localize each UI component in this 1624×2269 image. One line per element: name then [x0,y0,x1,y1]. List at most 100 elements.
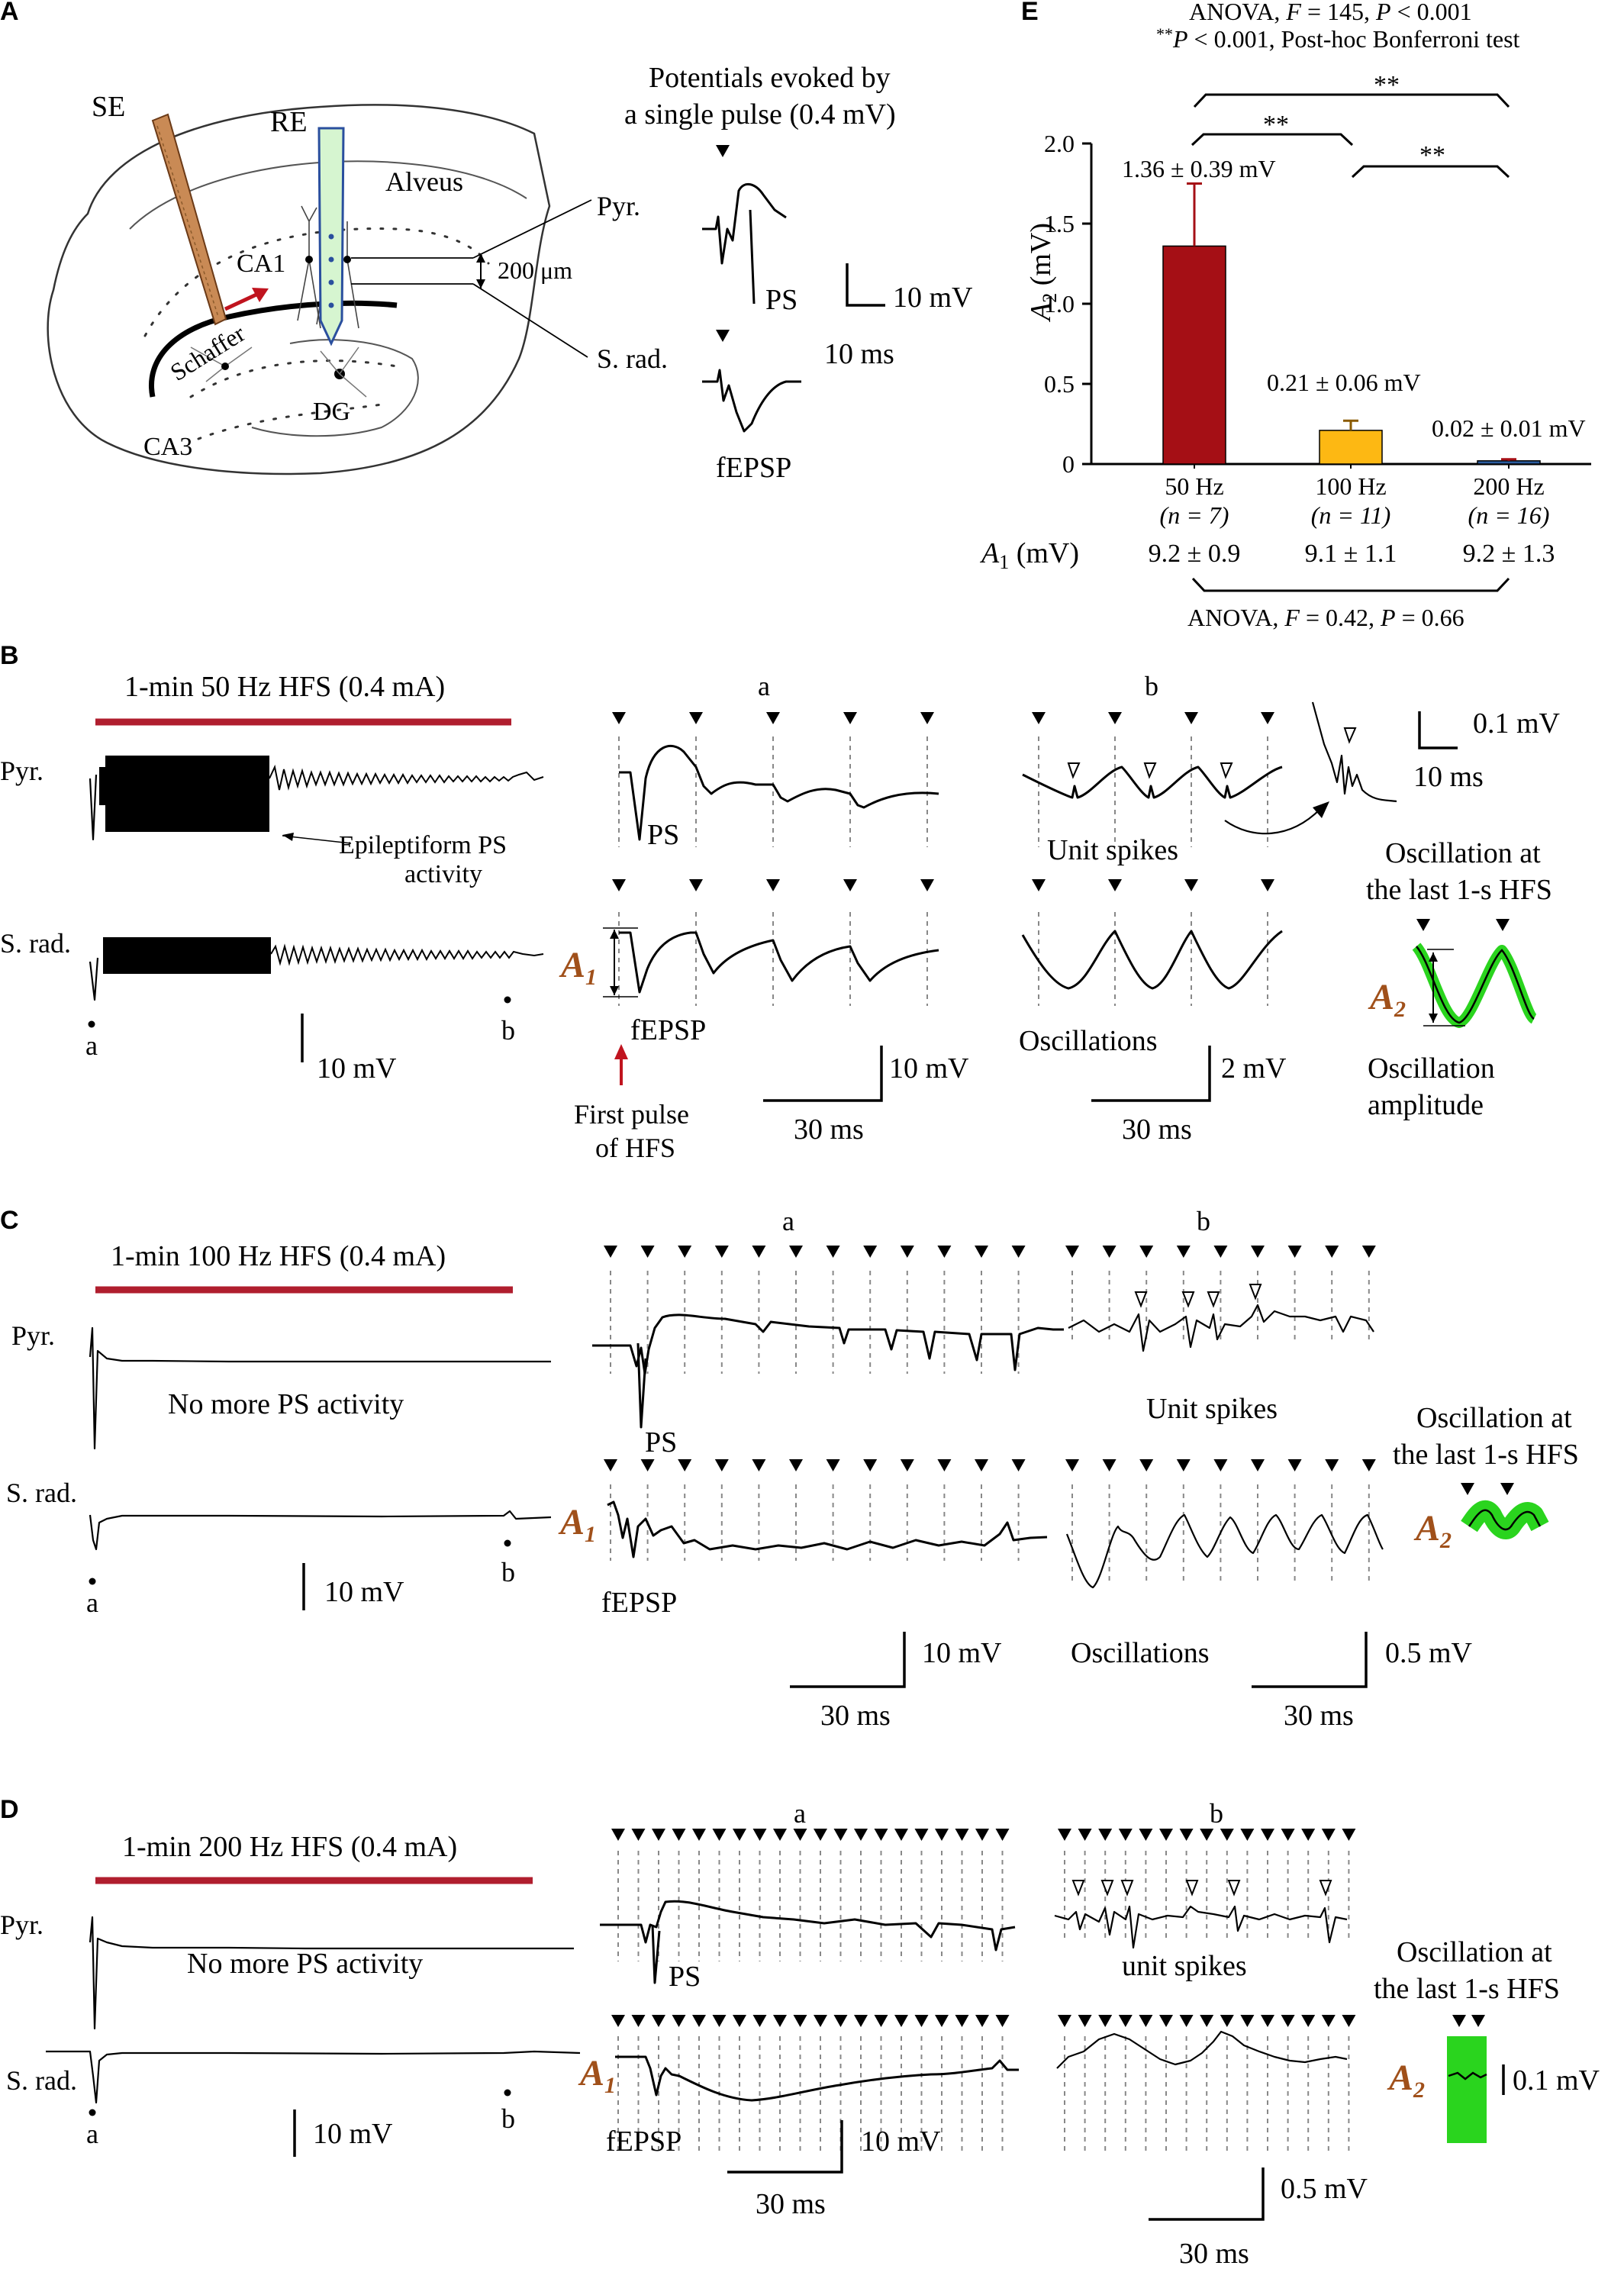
recording-electrode-icon [317,127,345,346]
n-label: (n = 16) [1468,501,1550,529]
c-scale-mv: 10 mV [324,1576,404,1608]
c-pyr-trace [89,1326,551,1450]
d-pyr-trace [89,1916,574,2030]
stimulating-electrode-icon [151,113,227,326]
y-tick-label: 1.5 [1044,210,1075,237]
y-tick-label: 0.5 [1044,370,1075,398]
b-sub-a-srad-trace [619,931,939,994]
re-label: RE [270,106,308,138]
e-a1-label: A1 (mV) [979,537,1079,573]
d-srad-label: S. rad. [6,2065,77,2096]
d-srad-trace [46,2050,581,2104]
bar [1319,430,1383,465]
e-anova-top: ANOVA, F = 145, P < 0.001 [1189,0,1472,25]
panel-label-c: C [0,1206,19,1235]
b-sub-b-scale-ms: 30 ms [1122,1114,1192,1146]
b-zoom-trace [1311,701,1397,803]
a-fepsp-label: fEPSP [716,452,791,484]
c-a2-label: A2 [1413,1508,1452,1553]
panel-label-d: D [0,1795,19,1824]
d-mark-a: a [86,2119,98,2149]
e-anova-bottom: ANOVA, F = 0.42, P = 0.66 [1187,604,1464,631]
d-sub-b-scale-mv: 0.5 mV [1281,2173,1368,2205]
ca3-label: CA3 [143,433,192,461]
d-sub-a-ps: PS [669,1961,701,1993]
bar [1162,245,1226,465]
ca1-label: CA1 [237,250,285,278]
b-hfs-label: 1-min 50 Hz HFS (0.4 mA) [124,671,445,703]
se-label: SE [92,91,125,123]
b-zoom-scale-mv: 0.1 mV [1473,707,1561,740]
c-no-more: No more PS activity [168,1388,404,1420]
b-first-line1: First pulse [574,1099,689,1130]
b-sub-b-srad-trace [1021,930,1283,990]
a1-value: 9.2 ± 1.3 [1463,540,1555,568]
c-sub-a-srad-trace [607,1500,1048,1558]
b-unit-spikes: Unit spikes [1047,834,1178,866]
b-pyr-label: Pyr. [0,756,44,786]
b-sub-a-pyr-trace [619,744,939,841]
b-sub-a-fepsp: fEPSP [630,1014,706,1046]
d-pyr-label: Pyr. [0,1910,44,1940]
a1-value: 9.2 ± 0.9 [1149,540,1241,568]
c-sub-a: a [782,1206,794,1236]
sig-100-200: ** [1419,141,1445,169]
c-mark-a: a [86,1587,98,1618]
d-sub-b-pyr-trace [1054,1905,1348,1949]
bar [1477,460,1541,465]
c-sub-b: b [1197,1206,1210,1236]
b-last-line1: Oscillation at [1385,837,1541,869]
a-scale-ms: 10 ms [824,338,894,370]
panel-e: E ANOVA, F = 145, P < 0.001 **P < 0.001,… [979,0,1591,631]
hippocampus-outline-icon [47,104,551,475]
y-tick-label: 1.0 [1044,290,1075,317]
b-first-line2: of HFS [595,1133,675,1163]
c-mark-b: b [501,1557,515,1587]
a-pyr-label: Pyr. [597,191,640,221]
sig-50-100: ** [1263,111,1289,139]
panel-label-e: E [1021,0,1039,26]
e-posthoc: **P < 0.001, Post-hoc Bonferroni test [1156,24,1520,53]
schaffer-label: Schaffer [166,319,250,386]
d-a1-label: A1 [578,2053,616,2098]
d-sub-a-scale-mv: 10 mV [861,2126,941,2158]
n-label: (n = 11) [1311,501,1391,529]
depth-label: 200 μm [498,256,572,284]
d-no-more: No more PS activity [187,1948,423,1980]
b-scale-mv: 10 mV [317,1052,397,1085]
n-label: (n = 7) [1160,501,1229,529]
e-ylabel: A2 (mV) [1025,223,1061,323]
d-sub-a-srad-trace [615,2055,1019,2102]
b-epi-line1: Epileptiform PS [339,831,507,859]
dg-label: DG [313,398,350,426]
category-label: 200 Hz [1473,472,1544,500]
b-epi-line2: activity [404,860,482,888]
schaffer-arrow-icon [224,288,269,311]
c-sub-a-fepsp: fEPSP [601,1587,677,1619]
d-last-line1: Oscillation at [1397,1936,1552,1968]
d-sub-a-fepsp: fEPSP [606,2126,682,2158]
b-srad-label: S. rad. [0,928,71,959]
a-title-line2: a single pulse (0.4 mV) [624,98,896,131]
y-tick-label: 2.0 [1044,130,1075,157]
c-sub-b-scale-mv: 0.5 mV [1385,1637,1473,1669]
b-sub-b-pyr-trace [1022,765,1283,799]
d-sub-a-scale-ms: 30 ms [756,2188,826,2220]
panel-c: C 1-min 100 Hz HFS (0.4 mA) Pyr. S. rad.… [0,1206,1579,1732]
alveus-label: Alveus [385,166,463,197]
a-ps-label: PS [765,284,798,316]
d-sub-a-pyr-trace [600,1900,1016,1952]
c-oscillations: Oscillations [1071,1637,1210,1669]
category-label: 50 Hz [1165,472,1223,500]
b-last-line2: the last 1-s HFS [1366,874,1552,906]
panel-label-a: A [0,0,19,26]
b-amp-line1: Oscillation [1368,1052,1495,1085]
a1-value: 9.1 ± 1.1 [1305,540,1397,568]
d-a2-scale: 0.1 mV [1513,2064,1600,2097]
c-srad-trace [89,1510,552,1551]
c-last-line2: the last 1-s HFS [1393,1439,1579,1471]
panel-label-b: B [0,641,19,670]
d-hfs-label: 1-min 200 Hz HFS (0.4 mA) [122,1831,457,1863]
